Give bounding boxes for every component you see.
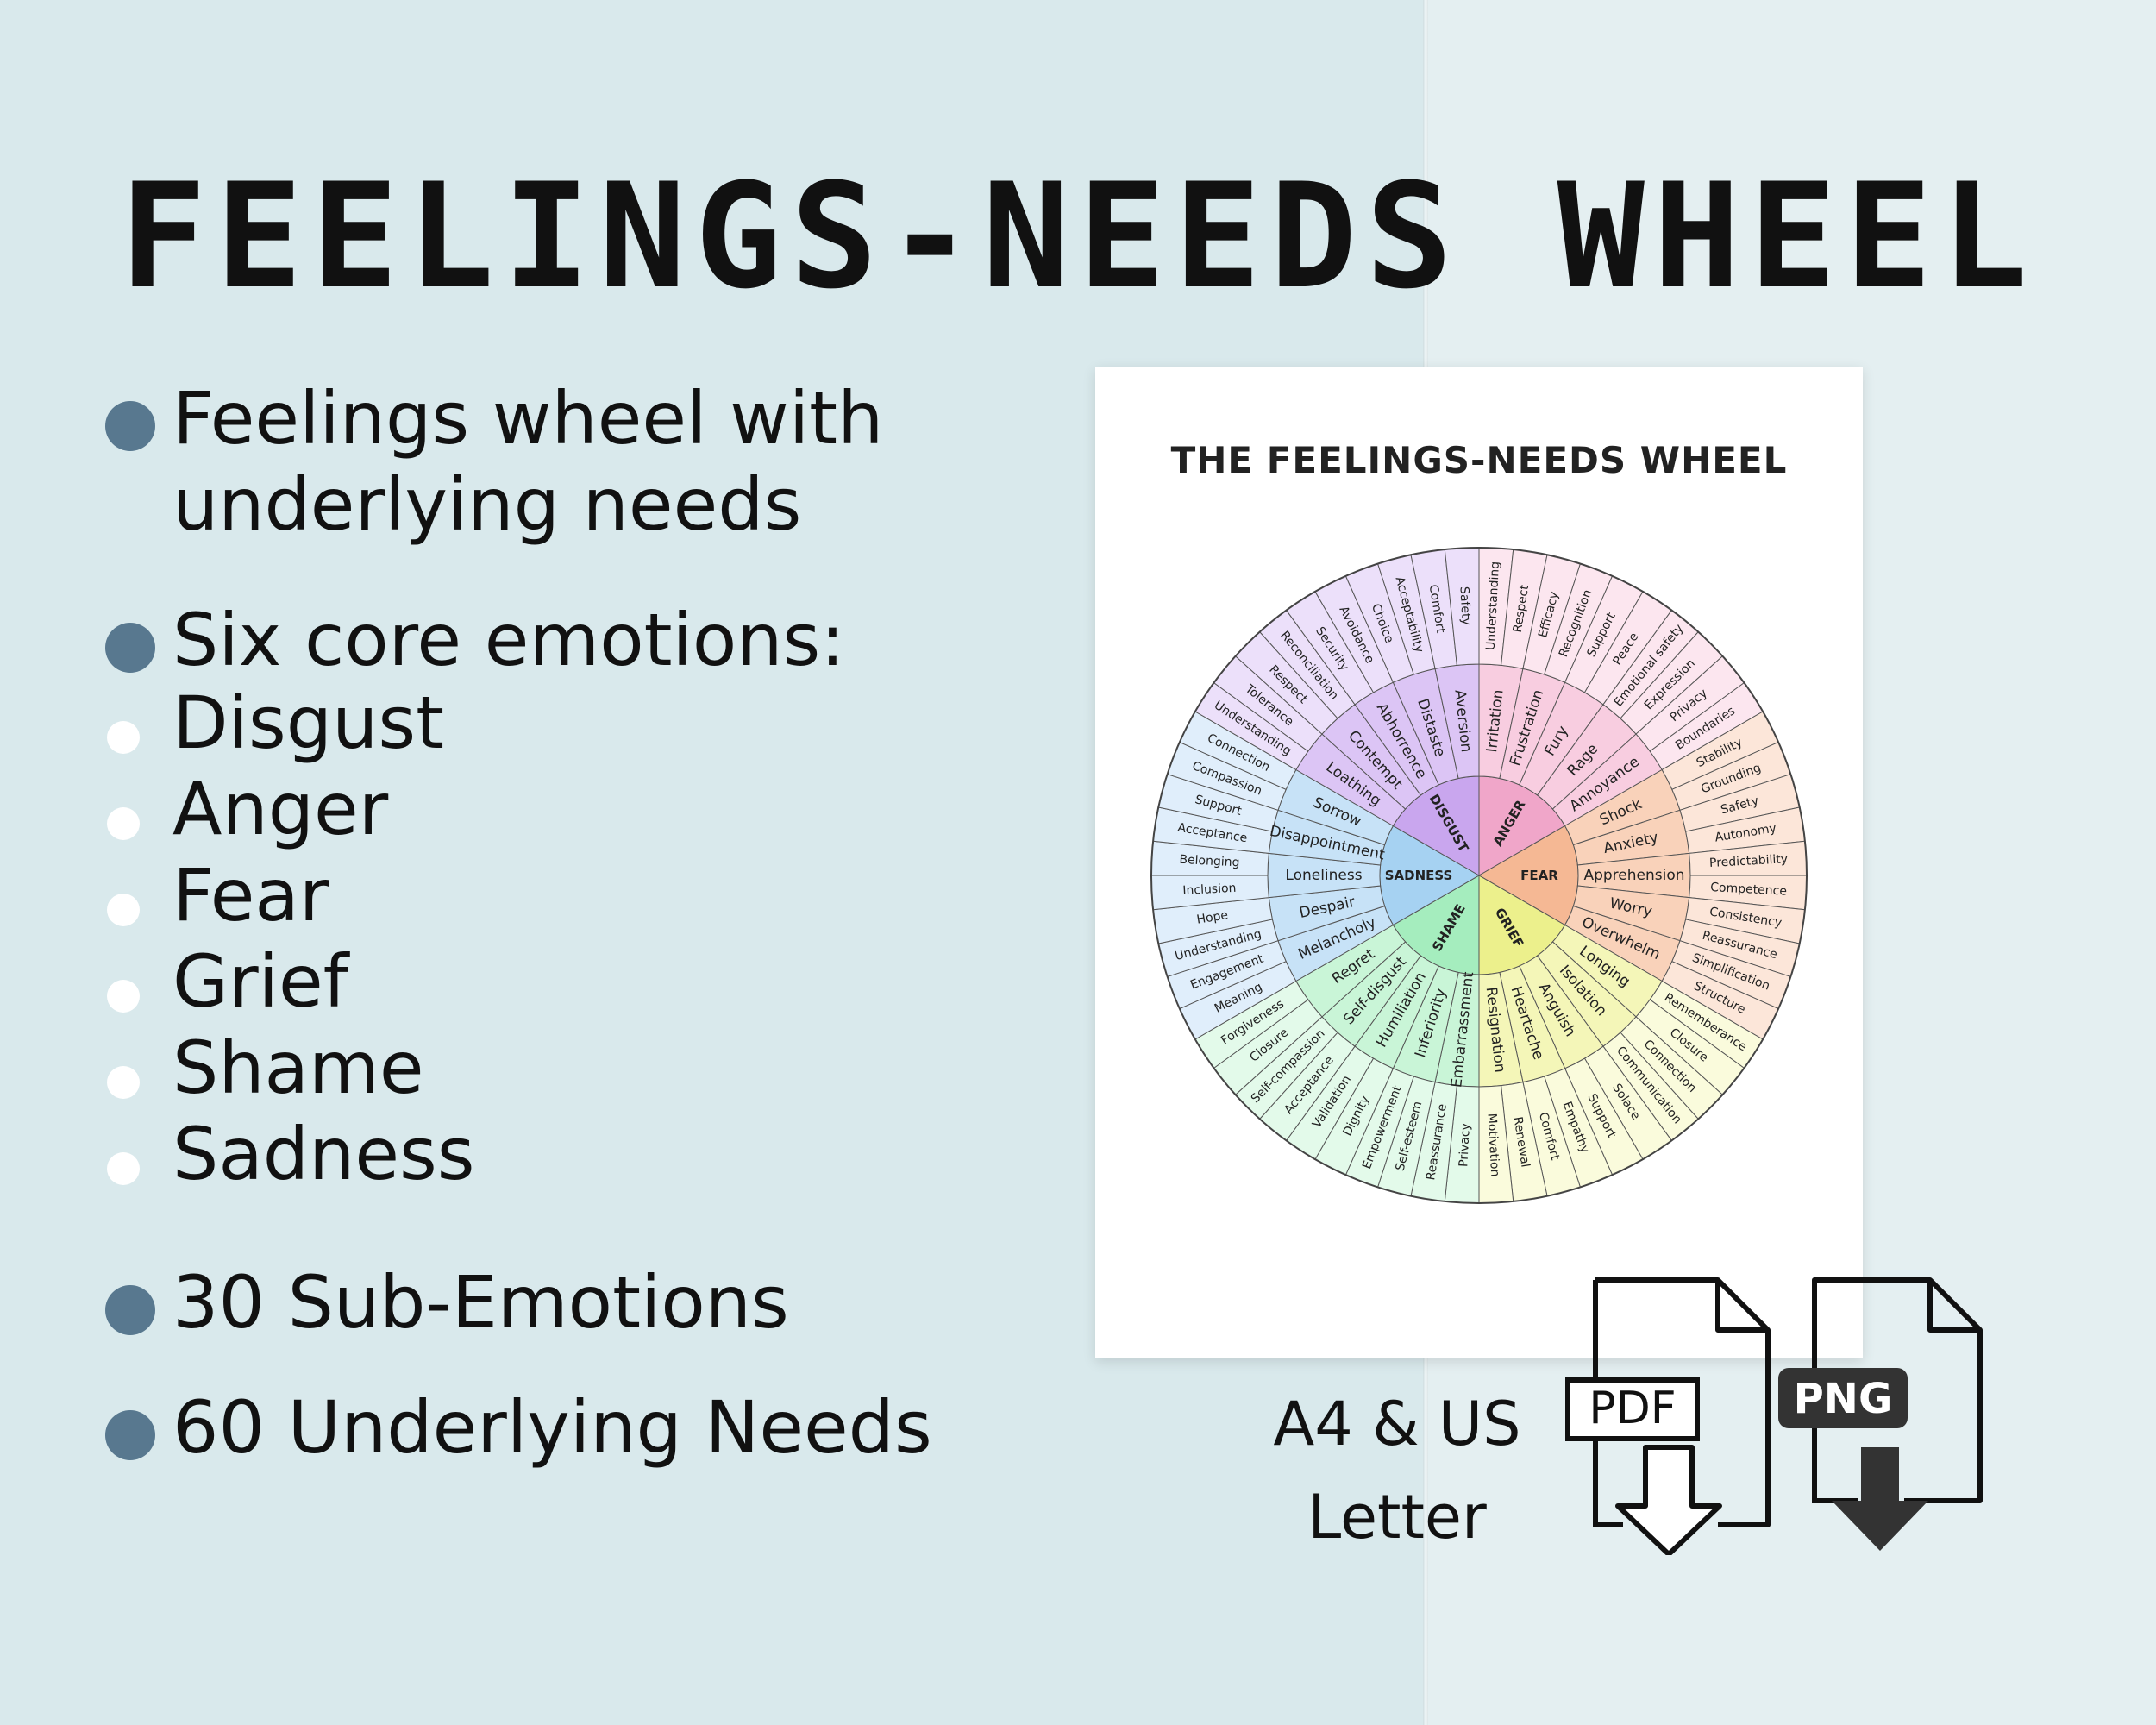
feature-item: Six core emotions: (172, 597, 845, 683)
sub-emotion-label: Loneliness (1285, 867, 1362, 884)
png-file-icon: PNG (1778, 1277, 1983, 1551)
bullet-dot (105, 1285, 155, 1335)
feature-item: 30 Sub-Emotions (172, 1259, 789, 1346)
bullet-dot-light (107, 807, 140, 840)
feature-text: Anger (172, 767, 389, 851)
feature-text: Six core emotions: (172, 598, 845, 682)
core-emotion-label: SADNESS (1385, 868, 1453, 883)
need-label: Safety (1457, 586, 1472, 626)
bullet-dot-light (107, 1066, 140, 1099)
need-label: Hope (1196, 908, 1230, 927)
need-label: Competence (1710, 881, 1787, 899)
feature-text: Sadness (172, 1112, 475, 1196)
bullet-dot-light (107, 980, 140, 1013)
feature-text: Fear (172, 853, 329, 938)
need-label: Predictability (1709, 852, 1789, 870)
feature-item: Fear (172, 852, 329, 938)
need-label: Privacy (1457, 1123, 1473, 1167)
feature-item: Sadness (172, 1111, 475, 1197)
feature-item: Anger (172, 766, 388, 852)
feature-text: Shame (172, 1026, 424, 1110)
pdf-label: PDF (1589, 1383, 1676, 1434)
pdf-file-icon: PDF (1565, 1277, 1771, 1555)
bullet-dot-light (107, 721, 140, 754)
need-label: Motivation (1484, 1113, 1501, 1176)
bullet-dot-light (107, 1152, 140, 1185)
wheel-outline (1150, 547, 1808, 1204)
feature-text: Grief (172, 939, 349, 1024)
feature-item: Disgust (172, 680, 444, 766)
feature-text: Feelings wheel with (172, 376, 884, 461)
feature-text: 60 Underlying Needs (172, 1385, 932, 1470)
feature-text: Disgust (172, 681, 445, 765)
page-title: FEELINGS-NEEDS WHEEL (119, 152, 2037, 321)
feature-text: underlying needs (172, 462, 802, 547)
core-emotion-label: FEAR (1520, 868, 1558, 883)
sub-emotion-label: Apprehension (1583, 867, 1684, 884)
bullet-dot (105, 1410, 155, 1460)
need-label: Understanding (1484, 561, 1502, 651)
png-label: PNG (1794, 1375, 1893, 1423)
feature-item: 60 Underlying Needs (172, 1384, 932, 1471)
feature-text: 30 Sub-Emotions (172, 1260, 789, 1345)
need-label: Inclusion (1182, 881, 1237, 898)
bullet-dot (105, 623, 155, 673)
format-label-line-2: Letter (1307, 1482, 1487, 1552)
format-label-line-1: A4 & US (1273, 1389, 1521, 1459)
feature-item: Shame (172, 1025, 424, 1111)
bullet-dot-light (107, 894, 140, 926)
need-label: Belonging (1179, 853, 1240, 870)
feature-item: Grief (172, 938, 348, 1025)
bullet-dot (105, 401, 155, 451)
wheel-preview-title: THE FEELINGS-NEEDS WHEEL (1170, 439, 1788, 481)
